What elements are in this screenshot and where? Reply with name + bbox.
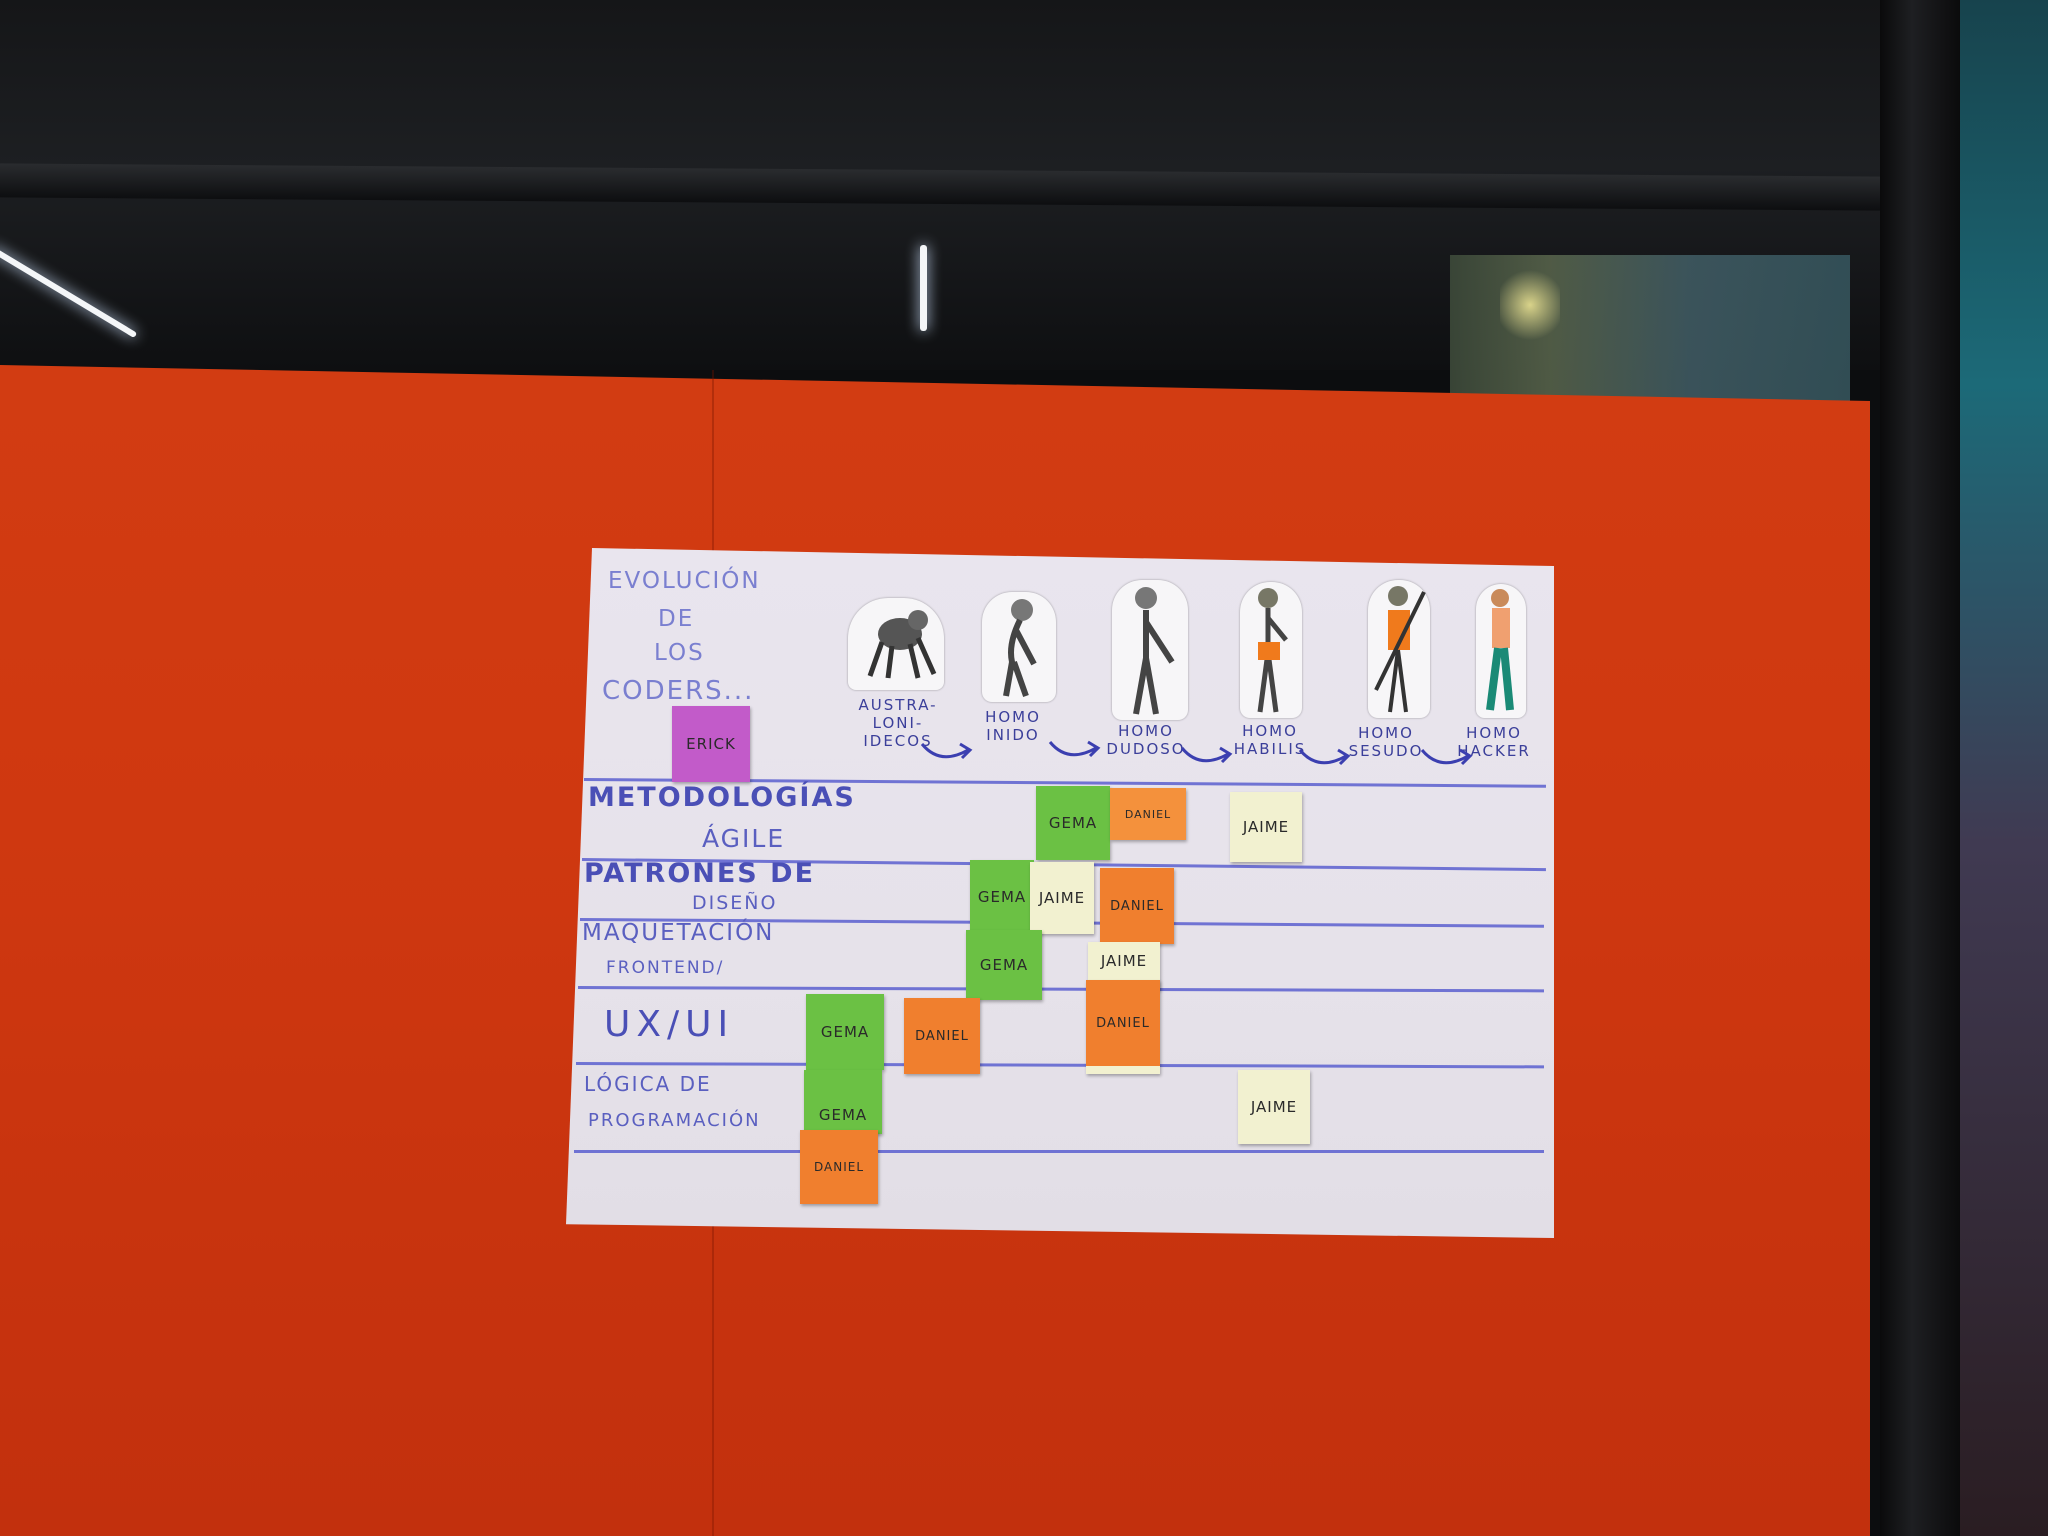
sticky-note-jaime-logica: JAIME [1238,1070,1310,1144]
stage-label-1: AUSTRA-LONI-IDECOS [858,696,938,750]
sticky-note-daniel-uxui-1: DANIEL [904,998,980,1074]
hominid-figure-icon-2 [1112,580,1188,720]
stage-label-3: HOMO DUDOSO [1106,722,1186,758]
arrow-icon-1 [920,742,973,760]
ceiling-light-2 [920,245,927,331]
right-wall-edge [1960,0,2048,1536]
row-sub-programacion: PROGRAMACIÓN [588,1110,761,1131]
caveman-figure-icon [1240,582,1302,718]
stage-label-2: HOMO INIDO [985,708,1041,744]
board-title-line-3: LOS [654,640,705,666]
row-label-logica: LÓGICA DE [584,1072,712,1096]
row-label-metodologias: METODOLOGÍAS [588,782,856,813]
sticky-note-daniel-agile: DANIEL [1110,788,1186,840]
row-sub-agile: ÁGILE [702,824,786,853]
sticky-note-gema-patrones: GEMA [970,860,1034,934]
row-sub-diseno: DISEÑO [692,892,778,914]
sticky-note-erick: ERICK [672,706,750,782]
stage-label-6: HOMO HACKER [1457,724,1531,760]
stage-label-4: HOMO HABILIS [1233,722,1307,758]
arrow-icon-2 [1048,740,1101,758]
ape-figure-icon [848,598,944,690]
hominid-figure-icon-1 [982,592,1056,702]
sticky-note-daniel-logica: DANIEL [800,1130,878,1204]
sticky-note-daniel-patrones: DANIEL [1100,868,1174,944]
board-title-line-1: EVOLUCIÓN [608,568,761,594]
row-divider-5 [574,1150,1544,1153]
sticky-note-jaime-agile: JAIME [1230,792,1302,862]
row-label-patrones: PATRONES DE [584,858,816,889]
sticky-note-jaime-patrones: JAIME [1030,862,1094,934]
modern-human-figure-icon [1476,584,1526,718]
sticky-note-gema-uxui: GEMA [806,994,884,1070]
arrow-icon-3 [1180,746,1233,764]
row-label-maquetacion: MAQUETACIÓN [582,920,775,946]
row-sub-frontend: FRONTEND/ [606,958,725,978]
sticky-note-gema-logica: GEMA [804,1070,882,1134]
arrow-icon-4 [1298,748,1351,766]
caveman-spear-figure-icon [1368,580,1430,718]
sticky-note-gema-frontend: GEMA [966,930,1042,1000]
sticky-note-gema-agile: GEMA [1036,786,1110,860]
board-title-line-2: DE [658,606,695,632]
board-title-line-4: CODERS... [602,676,755,706]
sticky-note-daniel-uxui-2: DANIEL [1086,980,1160,1074]
row-label-ux-ui: UX/UI [604,1004,735,1045]
arrow-icon-5 [1420,748,1473,766]
window-light-glow [1500,265,1560,345]
stage-label-5: HOMO SESUDO [1348,724,1424,760]
dark-pillar [1880,0,1960,1536]
